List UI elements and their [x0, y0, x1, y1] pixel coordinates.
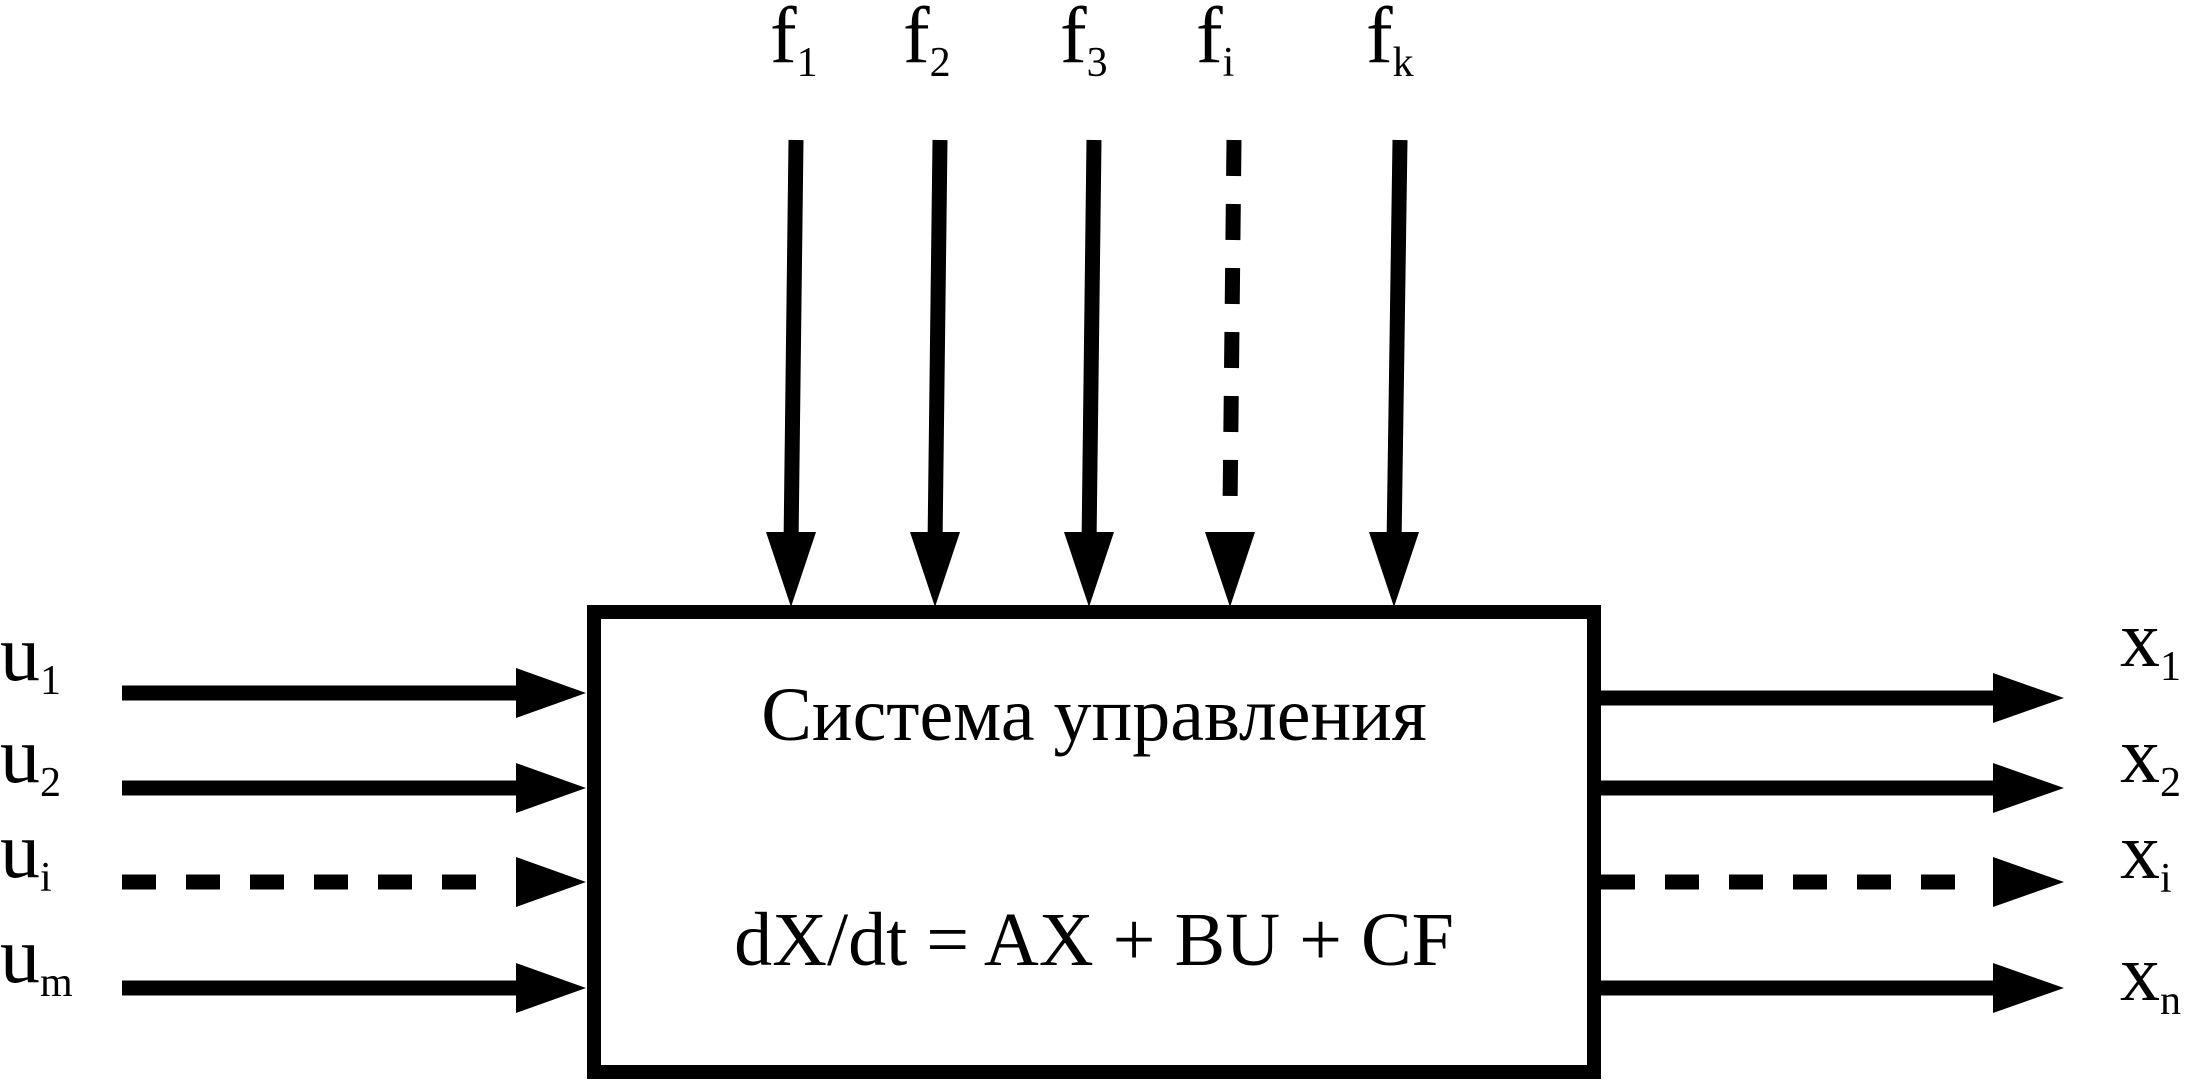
system-title: Система управления [761, 673, 1427, 757]
disturbance-arrowhead-f2 [910, 532, 960, 607]
input-u2: u2 [0, 712, 586, 813]
disturbance-line-f2 [927, 139, 948, 546]
disturbance-line-fk [1386, 139, 1408, 546]
disturbance-fk: fk [1366, 0, 1419, 607]
input-arrowhead-ui [516, 857, 586, 907]
disturbance-f1: f1 [766, 0, 818, 607]
system-block [587, 605, 1601, 1079]
input-label-u2: u2 [0, 712, 61, 806]
input-ui: ui [0, 807, 586, 907]
input-um: um [0, 912, 586, 1013]
output-label-x2: x2 [2120, 712, 2181, 806]
output-xi: xi [1601, 808, 2172, 907]
output-x2: x2 [1601, 712, 2181, 813]
disturbance-f3: f3 [1060, 0, 1114, 607]
disturbance-arrowhead-fi [1205, 532, 1255, 607]
disturbance-line-f3 [1081, 139, 1102, 546]
input-label-u1: u1 [0, 610, 61, 704]
disturbance-label-fk: fk [1366, 0, 1414, 86]
input-arrowhead-u1 [516, 668, 586, 718]
disturbance-label-f1: f1 [770, 0, 818, 86]
input-arrowhead-um [516, 963, 586, 1013]
output-arrowhead-x1 [1993, 673, 2064, 723]
output-group: x1 x2 xi xn [1601, 596, 2181, 1024]
disturbance-label-f2: f2 [903, 0, 951, 86]
disturbance-group: f1 f2 f3 fi fk [766, 0, 1419, 607]
output-arrowhead-x2 [1993, 763, 2064, 813]
output-label-x1: x1 [2120, 596, 2181, 690]
output-arrowhead-xi [1993, 857, 2064, 907]
disturbance-arrowhead-f1 [766, 532, 816, 607]
disturbance-label-fi: fi [1196, 0, 1234, 86]
disturbance-fi: fi [1196, 0, 1255, 607]
disturbance-line-fi [1222, 139, 1242, 511]
disturbance-line-f1 [783, 139, 804, 546]
output-x1: x1 [1601, 596, 2181, 723]
disturbance-arrowhead-fk [1369, 532, 1419, 607]
input-arrowhead-u2 [516, 763, 586, 813]
input-u1: u1 [0, 610, 586, 718]
input-label-ui: ui [0, 807, 52, 901]
output-xn: xn [1601, 930, 2181, 1024]
output-arrowhead-xn [1993, 963, 2064, 1013]
output-label-xi: xi [2120, 808, 2172, 902]
system-equation: dX/dt = AX + BU + CF [734, 898, 1454, 982]
disturbance-arrowhead-f3 [1064, 532, 1114, 607]
input-group: u1 u2 ui um [0, 610, 586, 1013]
output-label-xn: xn [2120, 930, 2181, 1024]
input-label-um: um [0, 912, 73, 1006]
disturbance-label-f3: f3 [1060, 0, 1108, 86]
disturbance-f2: f2 [903, 0, 960, 607]
